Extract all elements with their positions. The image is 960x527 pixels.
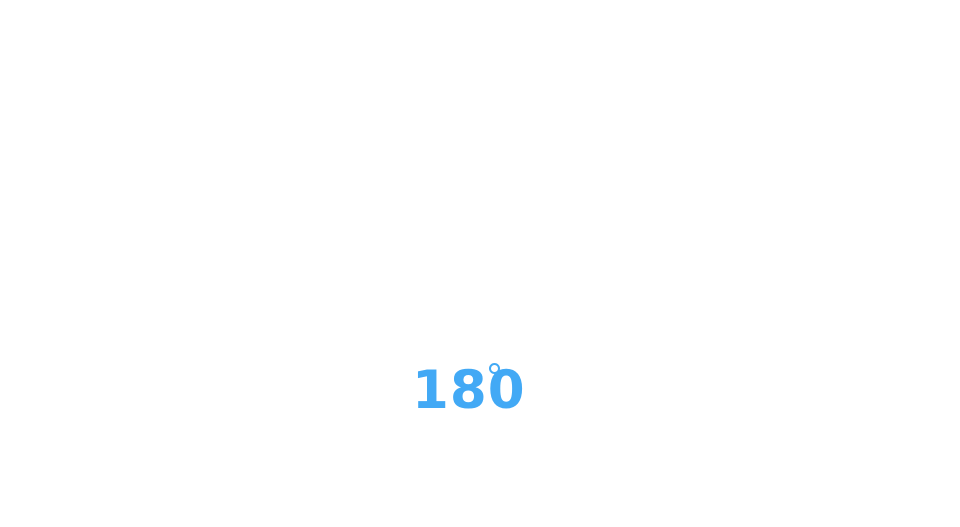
angle-value: 180 xyxy=(412,360,526,421)
degree-icon xyxy=(489,363,500,374)
